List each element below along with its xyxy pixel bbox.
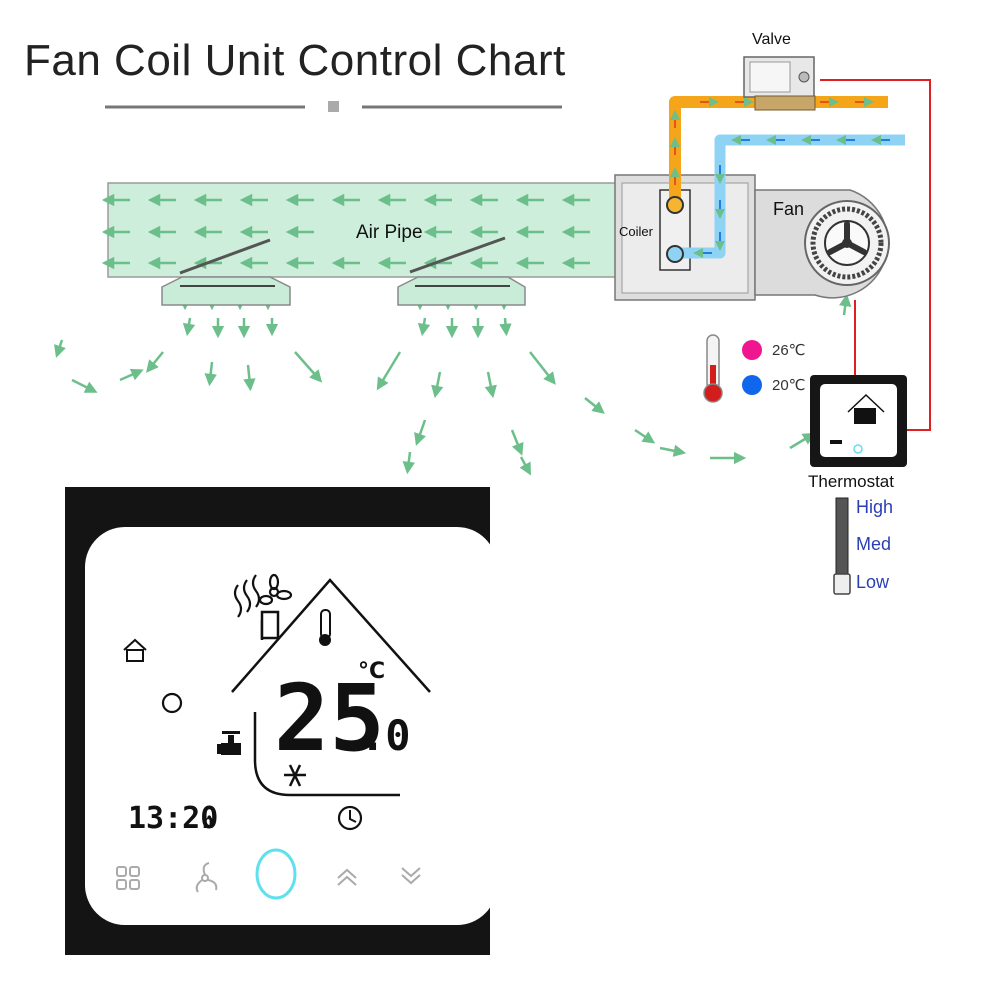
airflow-arrow: [294, 351, 323, 383]
airflow-arrow: [431, 371, 444, 399]
fan-speed-med: Med: [856, 534, 892, 554]
power-button-icon[interactable]: [255, 848, 297, 900]
house-person-icon: [123, 638, 147, 662]
snowflake-icon: [284, 764, 306, 787]
display-house-outline: [231, 578, 431, 797]
airflow-arrow: [584, 397, 605, 414]
fan-label: Fan: [773, 199, 805, 219]
page-title: Fan Coil Unit Control Chart: [24, 36, 566, 85]
down-chevron-icon[interactable]: [401, 867, 421, 885]
airflow-arrow: [376, 351, 402, 391]
hot-temp-value: 26℃: [772, 342, 806, 359]
cold-temp-dot: [742, 375, 762, 395]
air-pipe-arrows: [101, 193, 590, 311]
airflow-arrow: [634, 428, 656, 444]
airflow-arrow: [182, 317, 196, 337]
cold-temp-value: 20℃: [772, 377, 806, 394]
display-temp-decimal: .0: [360, 711, 411, 760]
control-wires: [820, 79, 931, 431]
clock-icon: [337, 805, 363, 831]
diffuser-right: [397, 236, 526, 306]
cold-water-pipe: [666, 134, 905, 263]
fan-speed-high: High: [856, 497, 894, 517]
thermometer-icon: [703, 334, 723, 403]
fan-speed-bar: [833, 497, 851, 595]
hot-water-pipe: [666, 96, 888, 214]
airflow-arrow: [71, 378, 98, 393]
diffuser-left: [161, 238, 291, 306]
airflow-arrow: [529, 351, 556, 385]
fan-speed-low: Low: [856, 572, 890, 592]
air-pipe-duct: [107, 182, 619, 278]
airflow-arrow: [417, 317, 431, 337]
air-pipe-label: Air Pipe: [356, 222, 423, 243]
airflow-arrow: [484, 371, 497, 399]
dollar-icon: [161, 692, 183, 714]
airflow-arrow: [119, 368, 144, 382]
display-clock: 13:20: [128, 801, 218, 836]
small-thermostat: [810, 375, 907, 467]
room-airflow-arrows: [54, 293, 852, 476]
display-temp-unit: °C: [358, 659, 385, 684]
display-temp-integer: 25: [274, 665, 385, 772]
airflow-arrow: [519, 456, 531, 476]
display-clock-suffix: h: [202, 809, 214, 833]
title-divider: [105, 101, 562, 112]
valve-icon: [743, 56, 816, 111]
blower-fan: [754, 189, 890, 299]
airflow-arrow: [414, 419, 427, 446]
menu-grid-icon[interactable]: [116, 866, 140, 890]
fan-button-icon[interactable]: [195, 862, 218, 893]
airflow-arrow: [659, 444, 687, 457]
thermostat-label: Thermostat: [808, 472, 894, 491]
up-chevron-icon[interactable]: [337, 868, 357, 886]
airflow-arrow: [204, 361, 217, 387]
thermometer-display-icon: [319, 609, 331, 646]
airflow-arrow: [838, 293, 852, 316]
airflow-arrow: [789, 432, 816, 450]
coiler-label: Coiler: [619, 224, 653, 239]
valve-label: Valve: [752, 31, 791, 48]
airflow-arrow: [499, 317, 512, 337]
hot-temp-dot: [742, 340, 762, 360]
fan-heat-icon: [233, 573, 293, 618]
airflow-arrow: [54, 339, 66, 358]
airflow-arrow: [402, 451, 415, 475]
airflow-arrow: [243, 364, 256, 392]
airflow-arrow: [510, 429, 524, 456]
airflow-arrow: [146, 351, 164, 373]
coiler-unit: [614, 174, 756, 301]
valve-display-icon: [217, 731, 241, 755]
